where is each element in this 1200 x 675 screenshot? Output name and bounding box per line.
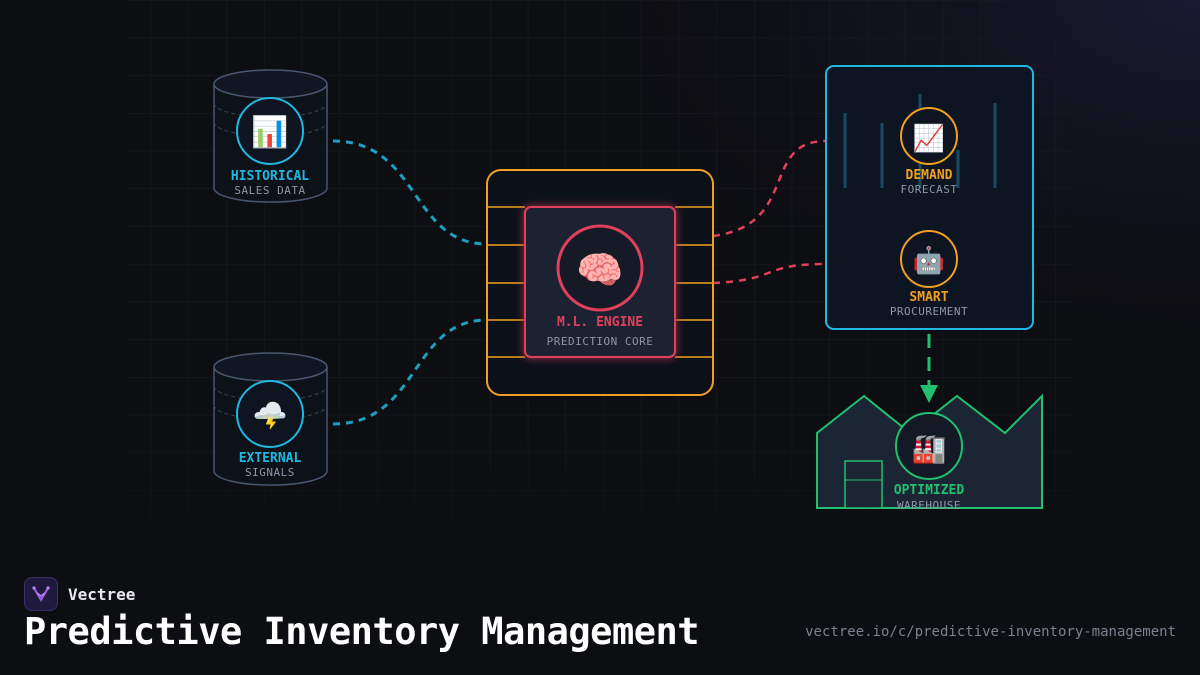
brand: Vectree	[24, 577, 135, 611]
demand-title: DEMAND	[906, 168, 953, 183]
connector-engine-to-demand	[712, 139, 827, 238]
page-title: Predictive Inventory Management	[24, 610, 700, 653]
warehouse-icon-ring	[895, 412, 963, 480]
factory-icon: 🏭	[912, 432, 947, 465]
outputs-panel: 📈 DEMAND FORECAST 🤖 SMART PROCUREMENT	[825, 65, 1034, 330]
warehouse-subtitle: WAREHOUSE	[897, 499, 961, 512]
vectree-logo-icon	[24, 577, 58, 611]
procurement-title: SMART	[909, 290, 948, 305]
engine-icon-ring	[556, 224, 644, 312]
procurement-icon-ring	[900, 230, 958, 288]
chip-pins	[487, 206, 713, 358]
connector-historical-to-engine	[332, 139, 488, 246]
ml-engine-node: 🧠 M.L. ENGINE PREDICTION CORE	[486, 169, 714, 396]
engine-subtitle: PREDICTION CORE	[547, 335, 654, 348]
bar-chart-icon: 📊	[251, 114, 288, 150]
brand-name: Vectree	[68, 584, 136, 604]
historical-title: HISTORICAL	[231, 169, 309, 184]
procurement-subtitle: PROCUREMENT	[890, 305, 968, 318]
demand-icon-ring	[900, 107, 958, 165]
external-subtitle: SIGNALS	[245, 466, 295, 479]
warehouse-door	[844, 460, 883, 509]
smart-procurement-node: 🤖 SMART PROCUREMENT	[890, 230, 968, 318]
demand-forecast-node: 📈 DEMAND FORECAST	[900, 107, 958, 196]
external-title: EXTERNAL	[239, 451, 302, 466]
external-icon-ring	[236, 380, 304, 448]
engine-title: M.L. ENGINE	[557, 315, 643, 330]
demand-subtitle: FORECAST	[901, 183, 958, 196]
connector-external-to-engine	[332, 318, 488, 426]
brain-icon: 🧠	[576, 248, 623, 292]
page-url: vectree.io/c/predictive-inventory-manage…	[805, 624, 1176, 640]
historical-sales-data-node: 📊 HISTORICAL SALES DATA	[213, 69, 328, 203]
external-signals-node: 🌩️ EXTERNAL SIGNALS	[213, 352, 328, 486]
robot-icon: 🤖	[913, 245, 945, 276]
connector-engine-to-procurement	[712, 262, 827, 285]
historical-icon-ring	[236, 97, 304, 165]
storm-cloud-icon: 🌩️	[253, 399, 288, 432]
historical-subtitle: SALES DATA	[234, 184, 305, 197]
warehouse-title: OPTIMIZED	[894, 483, 965, 498]
trend-up-icon: 📈	[913, 123, 945, 154]
outputs-panel-frame	[825, 65, 1034, 330]
optimized-warehouse-node: 🏭 OPTIMIZED WAREHOUSE	[816, 393, 1043, 512]
